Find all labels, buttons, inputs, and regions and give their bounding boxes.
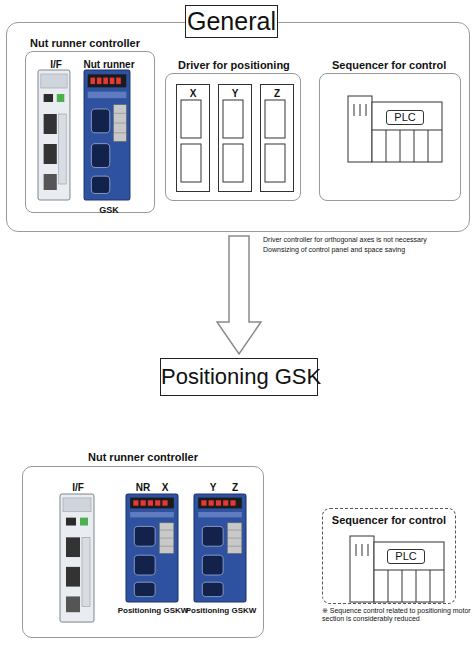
unit-name: I/F — [36, 59, 76, 71]
driver-unit: Z — [260, 84, 294, 192]
driver-panel — [181, 100, 201, 138]
section-title: General — [185, 5, 278, 38]
group-heading: Nut runner controller — [30, 37, 140, 50]
plc-picture — [348, 96, 442, 162]
device-unit: Nut runnerGSK — [86, 72, 132, 202]
driver-panel — [265, 100, 285, 138]
model-name: Positioning GSKW — [113, 606, 193, 615]
group-heading: Sequencer for control — [323, 514, 455, 527]
unit-name: NR — [131, 482, 155, 494]
positioning-unit-picture — [126, 494, 178, 602]
group-heading: Nut runner controller — [23, 451, 263, 464]
driver-panel — [265, 144, 285, 182]
group-box: Nut runner controllerI/FNRXPositioning G… — [22, 466, 264, 638]
footnote-text: ※ Sequence control related to positionin… — [322, 607, 472, 623]
plc-name: PLC — [387, 111, 423, 124]
unit-name: I/F — [58, 482, 98, 494]
section-title: Positioning GSK — [161, 359, 317, 395]
axis-name: X — [177, 88, 209, 100]
plc-picture — [350, 536, 444, 602]
device-unit: I/F — [40, 72, 72, 202]
dashed-group-box: Sequencer for controlPLC — [322, 508, 456, 604]
driver-unit: Y — [218, 84, 252, 192]
axis-name: Y — [219, 88, 251, 100]
model-name: Positioning GSKW — [181, 606, 261, 615]
group-heading: Sequencer for control — [332, 59, 446, 72]
model-name: GSK — [86, 205, 132, 215]
axis-name: X — [155, 482, 175, 494]
interface-unit-picture — [60, 494, 94, 622]
group-box: Sequencer for controlPLC — [319, 73, 461, 201]
driver-panel — [181, 144, 201, 182]
plc-name: PLC — [388, 550, 424, 563]
group-box: Driver for positioningXYZ — [165, 73, 301, 201]
axis-name: Z — [225, 482, 245, 494]
title-box: Positioning GSK — [160, 358, 318, 396]
section-frame: GeneralNut runner controllerI/FNut runne… — [6, 22, 470, 232]
group-heading: Driver for positioning — [178, 59, 290, 72]
device-unit: YZPositioning GSKW — [195, 495, 247, 603]
unit-name: Nut runner — [74, 59, 144, 71]
note-text: Downsizing of control panel and space sa… — [263, 246, 405, 254]
nut-runner-unit-picture — [84, 70, 130, 200]
axis-name: Y — [203, 482, 223, 494]
positioning-unit-picture — [194, 494, 246, 602]
plc-label-box: PLC — [386, 110, 424, 125]
group-box: Nut runner controllerI/FNut runnerGSK — [25, 51, 155, 213]
flow-arrow — [217, 236, 261, 354]
driver-panel — [223, 100, 243, 138]
axis-name: Z — [261, 88, 293, 100]
driver-unit: X — [176, 84, 210, 192]
device-unit: NRXPositioning GSKW — [127, 495, 179, 603]
note-text: Driver controller for orthogonal axes is… — [263, 236, 427, 244]
device-unit: I/F — [61, 495, 95, 623]
plc-label-box: PLC — [387, 549, 425, 564]
driver-panel — [223, 144, 243, 182]
interface-unit-picture — [38, 70, 70, 200]
